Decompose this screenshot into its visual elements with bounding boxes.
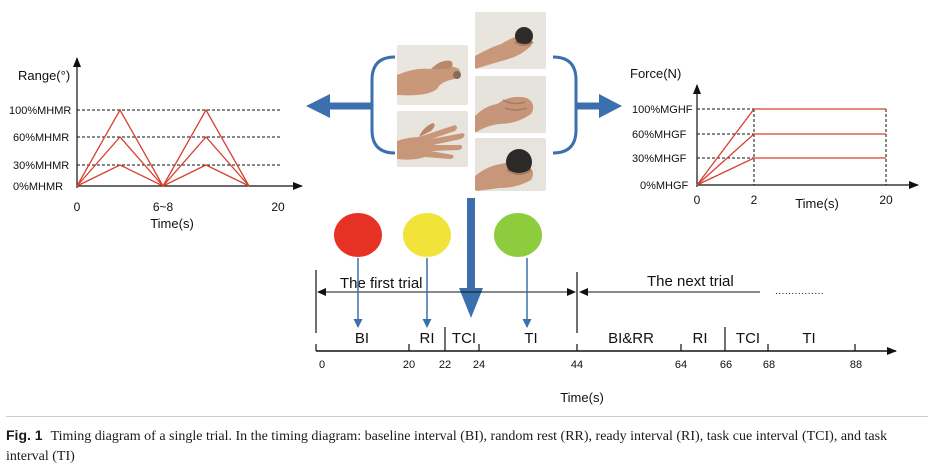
interval-bi-rr-label: BI&RR: [608, 330, 654, 347]
green-cue-dot: [494, 213, 542, 257]
interval-ti-label: TI: [524, 330, 537, 347]
tick-label-66: 66: [720, 359, 732, 371]
interval-ti2-label: TI: [802, 330, 815, 347]
tick-label-64: 64: [675, 359, 687, 371]
left-big-arrow-head: [306, 94, 330, 118]
interval-tci2-label: TCI: [736, 330, 760, 347]
force-level-lines: [697, 108, 887, 185]
range-level-30-label: 30%MHMR: [13, 160, 69, 172]
force-100-series: [696, 108, 886, 186]
next-trial-label: The next trial: [647, 273, 734, 290]
interval-bi-label: BI: [355, 330, 369, 347]
hand-ball-hold-graphic: [475, 138, 546, 191]
range-plot: Range(°) 100%MHMR 60%MHMR 30%MHMR 0%MHMR…: [9, 57, 303, 231]
timeline-x-label: Time(s): [560, 390, 604, 405]
range-30-series: [76, 164, 250, 187]
tick-label-0: 0: [319, 359, 325, 371]
range-level-0-label: 0%MHMR: [13, 181, 63, 193]
next-trial-ellipsis: ...............: [775, 286, 824, 297]
force-y-label: Force(N): [630, 66, 681, 81]
interval-ri-label: RI: [420, 330, 435, 347]
tick-label-24: 24: [473, 359, 485, 371]
range-x-tick-0: 0: [74, 200, 81, 214]
hand-open-graphic: [397, 111, 468, 167]
big-down-arrow-head: [459, 288, 483, 318]
range-triangle-lines: [76, 108, 250, 188]
force-series-lines: [696, 108, 886, 186]
force-30-series: [696, 157, 886, 186]
right-big-arrow-head: [599, 94, 622, 118]
force-level-0-label: 0%MHGF: [640, 180, 689, 192]
range-level-lines: [77, 109, 282, 166]
tick-label-22: 22: [439, 359, 451, 371]
force-x-label: Time(s): [795, 196, 839, 211]
hand-ball-hold-photo: [475, 138, 546, 191]
force-plot: Force(N) 100%MGHF 60%MHGF 30%MHGF 0%MHGF…: [630, 66, 919, 211]
force-x-tick-20: 20: [879, 193, 893, 207]
range-60-series: [76, 136, 250, 187]
range-x-label: Time(s): [150, 216, 194, 231]
hand-ball-top-graphic: [475, 12, 546, 69]
hand-open-photo: [397, 111, 468, 167]
range-x-tick-20: 20: [271, 200, 285, 214]
range-100-series: [76, 108, 250, 188]
photo-bracket: [306, 55, 622, 155]
timing-diagram-figure: Range(°) 100%MHMR 60%MHMR 30%MHMR 0%MHMR…: [9, 55, 919, 405]
caption-text: Timing diagram of a single trial. In the…: [6, 429, 888, 464]
force-level-30-label: 30%MHGF: [632, 153, 687, 165]
interval-ri2-label: RI: [693, 330, 708, 347]
hand-grip-photo: [475, 76, 546, 133]
tick-label-44: 44: [571, 359, 583, 371]
hand-ball-top-photo: [475, 12, 546, 69]
range-x-tick-mid: 6~8: [153, 200, 174, 214]
hand-pinch-graphic: [397, 45, 468, 105]
tick-label-88: 88: [850, 359, 862, 371]
force-x-tick-0: 0: [694, 193, 701, 207]
range-level-100-label: 100%MHMR: [9, 105, 71, 117]
hand-grip-graphic: [475, 76, 546, 133]
tick-label-20: 20: [403, 359, 415, 371]
force-60-series: [696, 133, 886, 186]
tick-label-68: 68: [763, 359, 775, 371]
caption-label: Fig. 1: [6, 427, 43, 443]
first-trial-label: The first trial: [340, 275, 423, 292]
caption-divider: [6, 416, 928, 417]
range-y-label: Range(°): [18, 68, 70, 83]
interval-tci-label: TCI: [452, 330, 476, 347]
right-bracket: [552, 55, 578, 155]
force-level-100-label: 100%MGHF: [632, 104, 693, 116]
range-level-60-label: 60%MHMR: [13, 132, 69, 144]
left-bracket: [370, 55, 396, 155]
red-cue-dot: [334, 213, 382, 257]
timeline-tick-marks: [315, 327, 856, 351]
trial-timeline: The first trial The next trial .........…: [315, 258, 897, 405]
force-x-tick-2: 2: [751, 193, 758, 207]
force-level-60-label: 60%MHGF: [632, 129, 687, 141]
hand-pinch-photo: [397, 45, 468, 105]
yellow-cue-dot: [403, 213, 451, 257]
